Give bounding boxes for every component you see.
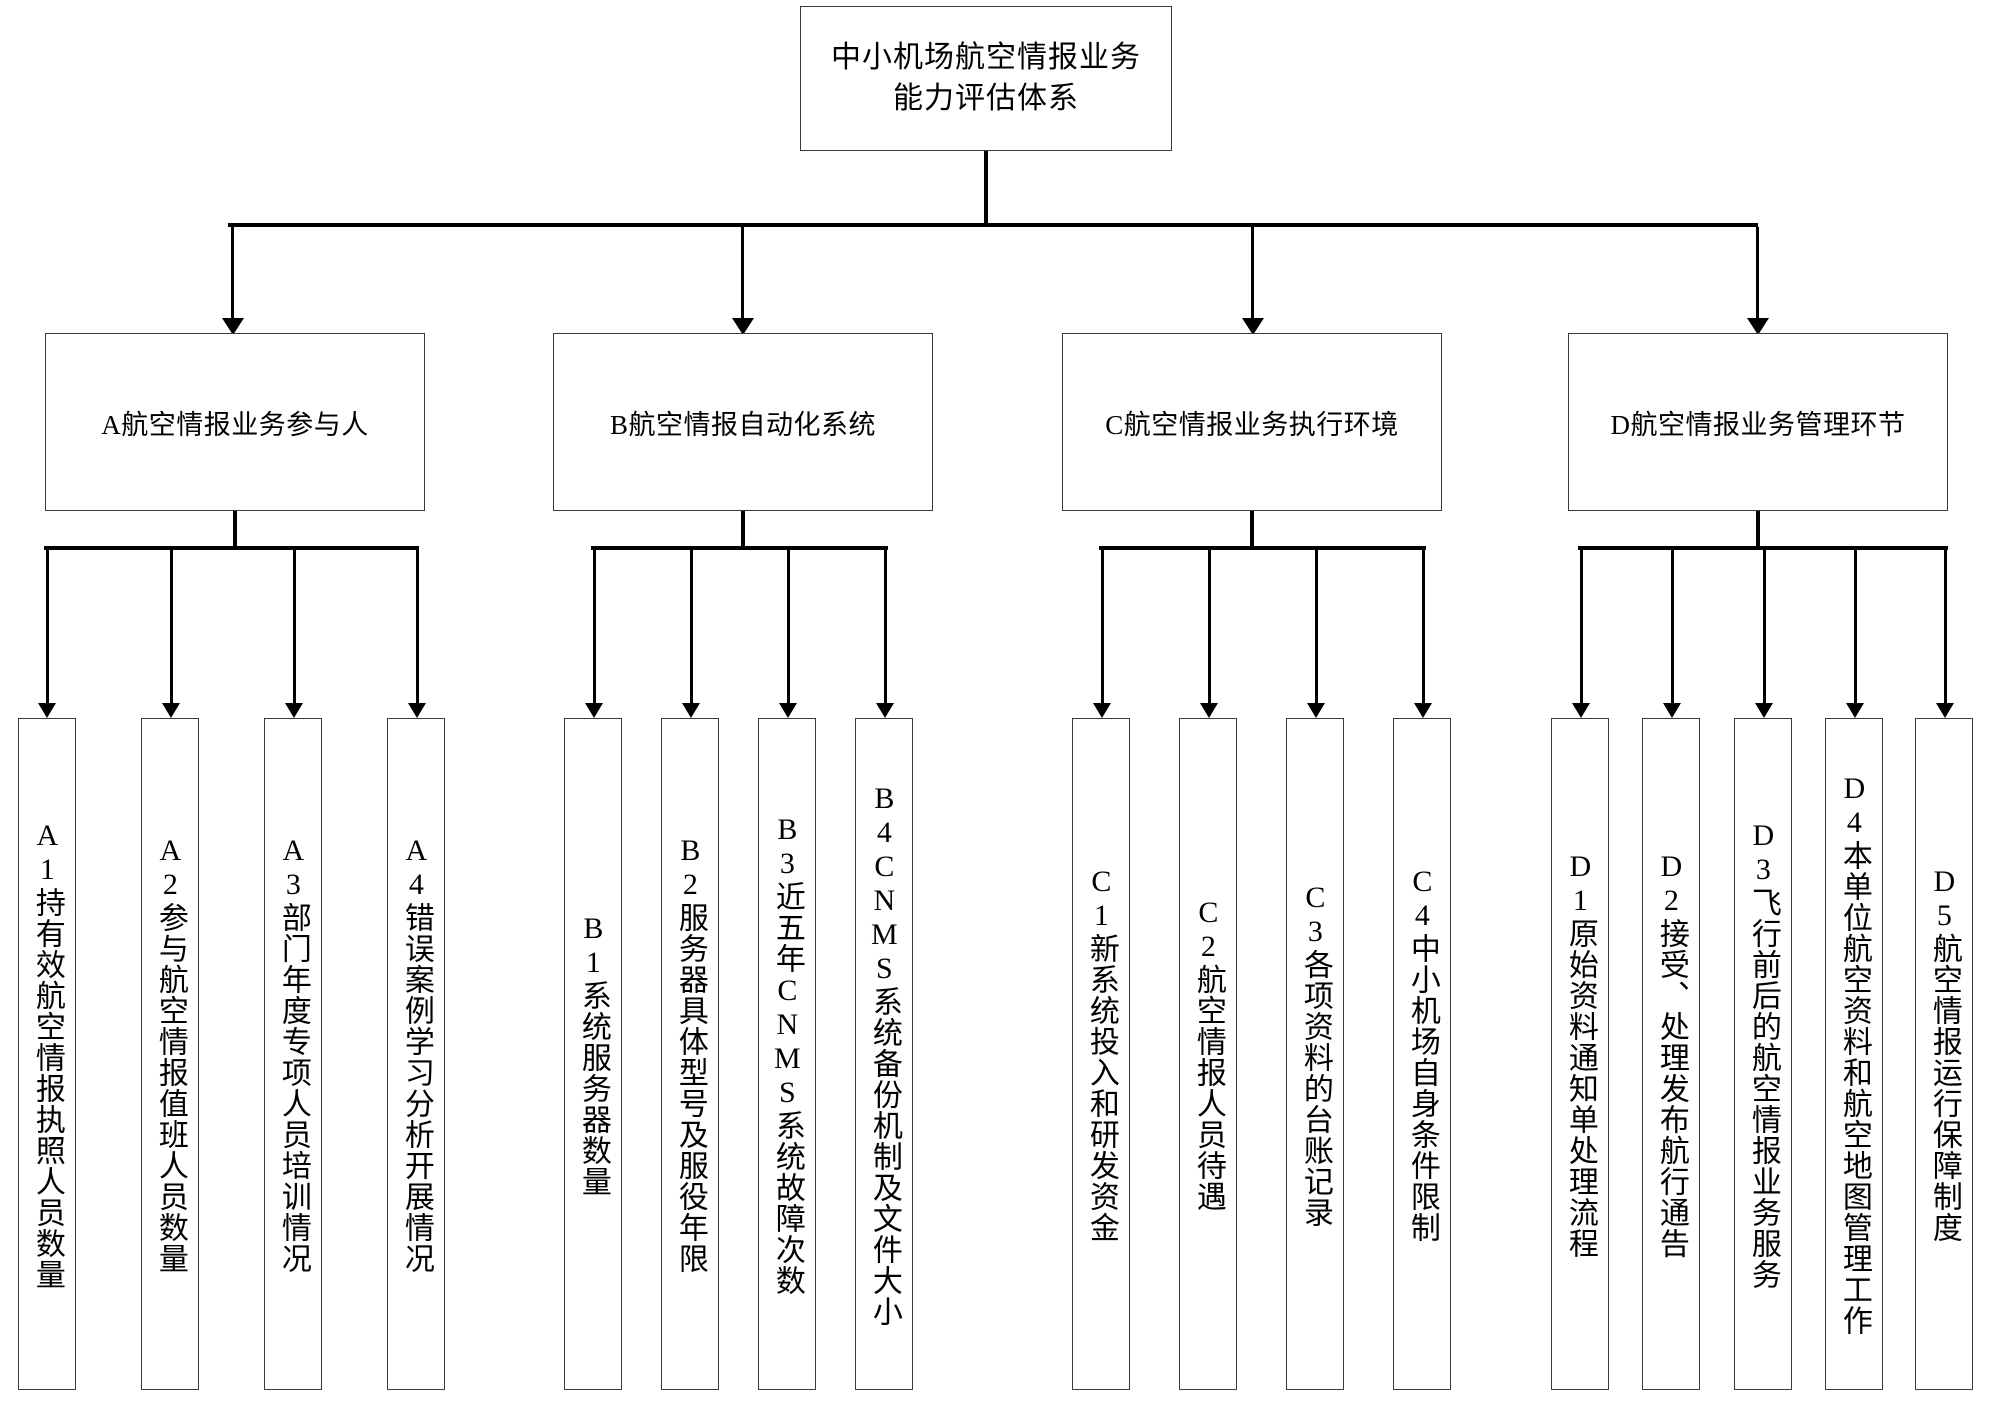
category-node-D[interactable]: D航空情报业务管理环节 — [1568, 333, 1948, 511]
indicator-node-C3[interactable]: C3各项资料的台账记录 — [1286, 718, 1344, 1390]
level1-bus — [228, 223, 1758, 227]
indicator-label-D4: D4本单位航空资料和航空地图管理工作 — [1837, 772, 1871, 1336]
drop-to-A — [231, 227, 234, 322]
indicator-label-A3: A3部门年度专项人员培训情况 — [276, 834, 310, 1274]
arrow-to-B2 — [682, 703, 700, 718]
indicator-label-C4: C4中小机场自身条件限制 — [1405, 865, 1439, 1243]
drop-to-D2 — [1671, 550, 1674, 707]
arrow-to-D4 — [1846, 703, 1864, 718]
arrow-to-A1 — [38, 703, 56, 718]
category-A-stem — [233, 511, 237, 548]
arrow-to-B1 — [585, 703, 603, 718]
indicator-node-D2[interactable]: D2接受、处理发布航行通告 — [1642, 718, 1700, 1390]
arrow-to-D — [1747, 318, 1769, 335]
arrow-to-A — [222, 318, 244, 335]
category-C-stem — [1250, 511, 1254, 548]
category-B-stem — [741, 511, 745, 548]
indicator-label-D2: D2接受、处理发布航行通告 — [1654, 849, 1688, 1259]
group-A-bus — [44, 546, 419, 550]
group-B-bus — [591, 546, 888, 550]
drop-to-C — [1251, 227, 1254, 322]
drop-to-C3 — [1315, 550, 1318, 707]
arrow-to-B3 — [779, 703, 797, 718]
indicator-label-B1: B1系统服务器数量 — [576, 911, 610, 1197]
indicator-label-C1: C1新系统投入和研发资金 — [1084, 865, 1118, 1243]
drop-to-C2 — [1208, 550, 1211, 707]
category-node-B[interactable]: B航空情报自动化系统 — [553, 333, 933, 511]
indicator-node-D4[interactable]: D4本单位航空资料和航空地图管理工作 — [1825, 718, 1883, 1390]
drop-to-A3 — [293, 550, 296, 707]
category-node-A[interactable]: A航空情报业务参与人 — [45, 333, 425, 511]
arrow-to-D5 — [1936, 703, 1954, 718]
arrow-to-C — [1242, 318, 1264, 335]
indicator-node-B3[interactable]: B3近五年CNMS系统故障次数 — [758, 718, 816, 1390]
arrow-to-A4 — [408, 703, 426, 718]
root-node-label: 中小机场航空情报业务 能力评估体系 — [831, 41, 1141, 115]
drop-to-B1 — [593, 550, 596, 707]
drop-to-C1 — [1101, 550, 1104, 707]
drop-to-B — [741, 227, 744, 322]
category-D-stem — [1756, 511, 1760, 548]
category-label-A: A航空情报业务参与人 — [101, 409, 369, 440]
drop-to-D3 — [1763, 550, 1766, 707]
drop-to-D — [1756, 227, 1759, 322]
indicator-node-B4[interactable]: B4CNMS系统备份机制及文件大小 — [855, 718, 913, 1390]
indicator-node-A1[interactable]: A1持有效航空情报执照人员数量 — [18, 718, 76, 1390]
drop-to-B2 — [690, 550, 693, 707]
arrow-to-C4 — [1414, 703, 1432, 718]
arrow-to-D2 — [1663, 703, 1681, 718]
category-node-C[interactable]: C航空情报业务执行环境 — [1062, 333, 1442, 511]
indicator-label-D5: D5航空情报运行保障制度 — [1927, 865, 1961, 1243]
arrow-to-B — [732, 318, 754, 335]
indicator-node-A3[interactable]: A3部门年度专项人员培训情况 — [264, 718, 322, 1390]
indicator-node-C2[interactable]: C2航空情报人员待遇 — [1179, 718, 1237, 1390]
indicator-node-A2[interactable]: A2参与航空情报值班人员数量 — [141, 718, 199, 1390]
root-stem — [984, 151, 988, 225]
indicator-node-C1[interactable]: C1新系统投入和研发资金 — [1072, 718, 1130, 1390]
indicator-label-B3: B3近五年CNMS系统故障次数 — [770, 812, 804, 1296]
arrow-to-C2 — [1200, 703, 1218, 718]
indicator-label-D3: D3飞行前后的航空情报业务服务 — [1746, 818, 1780, 1290]
indicator-label-C2: C2航空情报人员待遇 — [1191, 896, 1225, 1212]
indicator-label-C3: C3各项资料的台账记录 — [1298, 880, 1332, 1228]
drop-to-B3 — [787, 550, 790, 707]
drop-to-A1 — [46, 550, 49, 707]
drop-to-B4 — [884, 550, 887, 707]
indicator-label-A1: A1持有效航空情报执照人员数量 — [30, 818, 64, 1290]
group-D-bus — [1578, 546, 1948, 550]
root-node[interactable]: 中小机场航空情报业务 能力评估体系 — [800, 6, 1172, 151]
drop-to-A2 — [170, 550, 173, 707]
arrow-to-A2 — [162, 703, 180, 718]
indicator-node-B1[interactable]: B1系统服务器数量 — [564, 718, 622, 1390]
drop-to-D1 — [1580, 550, 1583, 707]
indicator-node-A4[interactable]: A4错误案例学习分析开展情况 — [387, 718, 445, 1390]
indicator-label-A4: A4错误案例学习分析开展情况 — [399, 834, 433, 1274]
arrow-to-C3 — [1307, 703, 1325, 718]
indicator-node-C4[interactable]: C4中小机场自身条件限制 — [1393, 718, 1451, 1390]
indicator-node-D3[interactable]: D3飞行前后的航空情报业务服务 — [1734, 718, 1792, 1390]
arrow-to-A3 — [285, 703, 303, 718]
arrow-to-C1 — [1093, 703, 1111, 718]
drop-to-C4 — [1422, 550, 1425, 707]
indicator-node-B2[interactable]: B2服务器具体型号及服役年限 — [661, 718, 719, 1390]
group-C-bus — [1099, 546, 1426, 550]
indicator-node-D1[interactable]: D1原始资料通知单处理流程 — [1551, 718, 1609, 1390]
indicator-label-D1: D1原始资料通知单处理流程 — [1563, 849, 1597, 1259]
indicator-label-B2: B2服务器具体型号及服役年限 — [673, 834, 707, 1274]
indicator-label-A2: A2参与航空情报值班人员数量 — [153, 834, 187, 1274]
category-label-B: B航空情报自动化系统 — [609, 409, 876, 440]
arrow-to-D3 — [1755, 703, 1773, 718]
arrow-to-B4 — [876, 703, 894, 718]
category-label-C: C航空情报业务执行环境 — [1105, 409, 1399, 440]
category-label-D: D航空情报业务管理环节 — [1610, 409, 1906, 440]
drop-to-D5 — [1944, 550, 1947, 707]
drop-to-D4 — [1854, 550, 1857, 707]
indicator-label-B4: B4CNMS系统备份机制及文件大小 — [867, 781, 901, 1327]
drop-to-A4 — [416, 550, 419, 707]
arrow-to-D1 — [1572, 703, 1590, 718]
indicator-node-D5[interactable]: D5航空情报运行保障制度 — [1915, 718, 1973, 1390]
